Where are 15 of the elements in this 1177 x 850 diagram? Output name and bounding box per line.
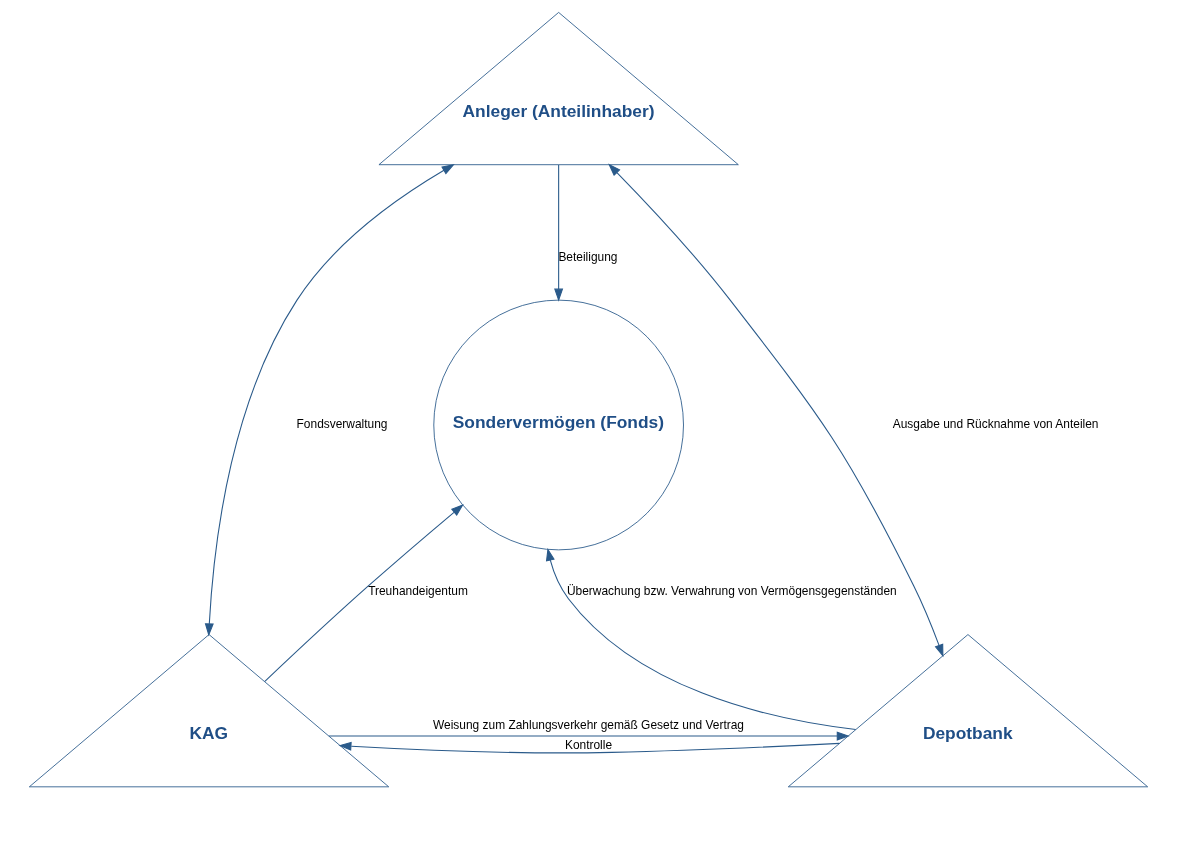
- edge-label: Fondsverwaltung: [296, 417, 388, 432]
- edge-label: Überwachung bzw. Verwahrung von Vermögensgegenständen: [566, 584, 897, 599]
- edge-label: Treuhandeigentum: [368, 584, 468, 599]
- edge-label: Weisung zum Zahlungsverkehr gemäß Gesetz und Vertrag: [433, 718, 744, 733]
- edge-label: Kontrolle: [564, 737, 613, 752]
- arrow: [545, 547, 857, 731]
- arrow: [204, 164, 455, 637]
- arrow: [328, 731, 850, 741]
- arrow: [264, 504, 464, 682]
- edge-label: Ausgabe und Rücknahme von Anteilen: [892, 417, 1099, 432]
- edge-label: Beteiligung: [558, 249, 618, 264]
- arrow: [608, 163, 944, 658]
- node-circle: Sondervermögen (Fonds): [433, 299, 684, 551]
- arrow: [338, 741, 840, 754]
- arrow: [554, 164, 564, 302]
